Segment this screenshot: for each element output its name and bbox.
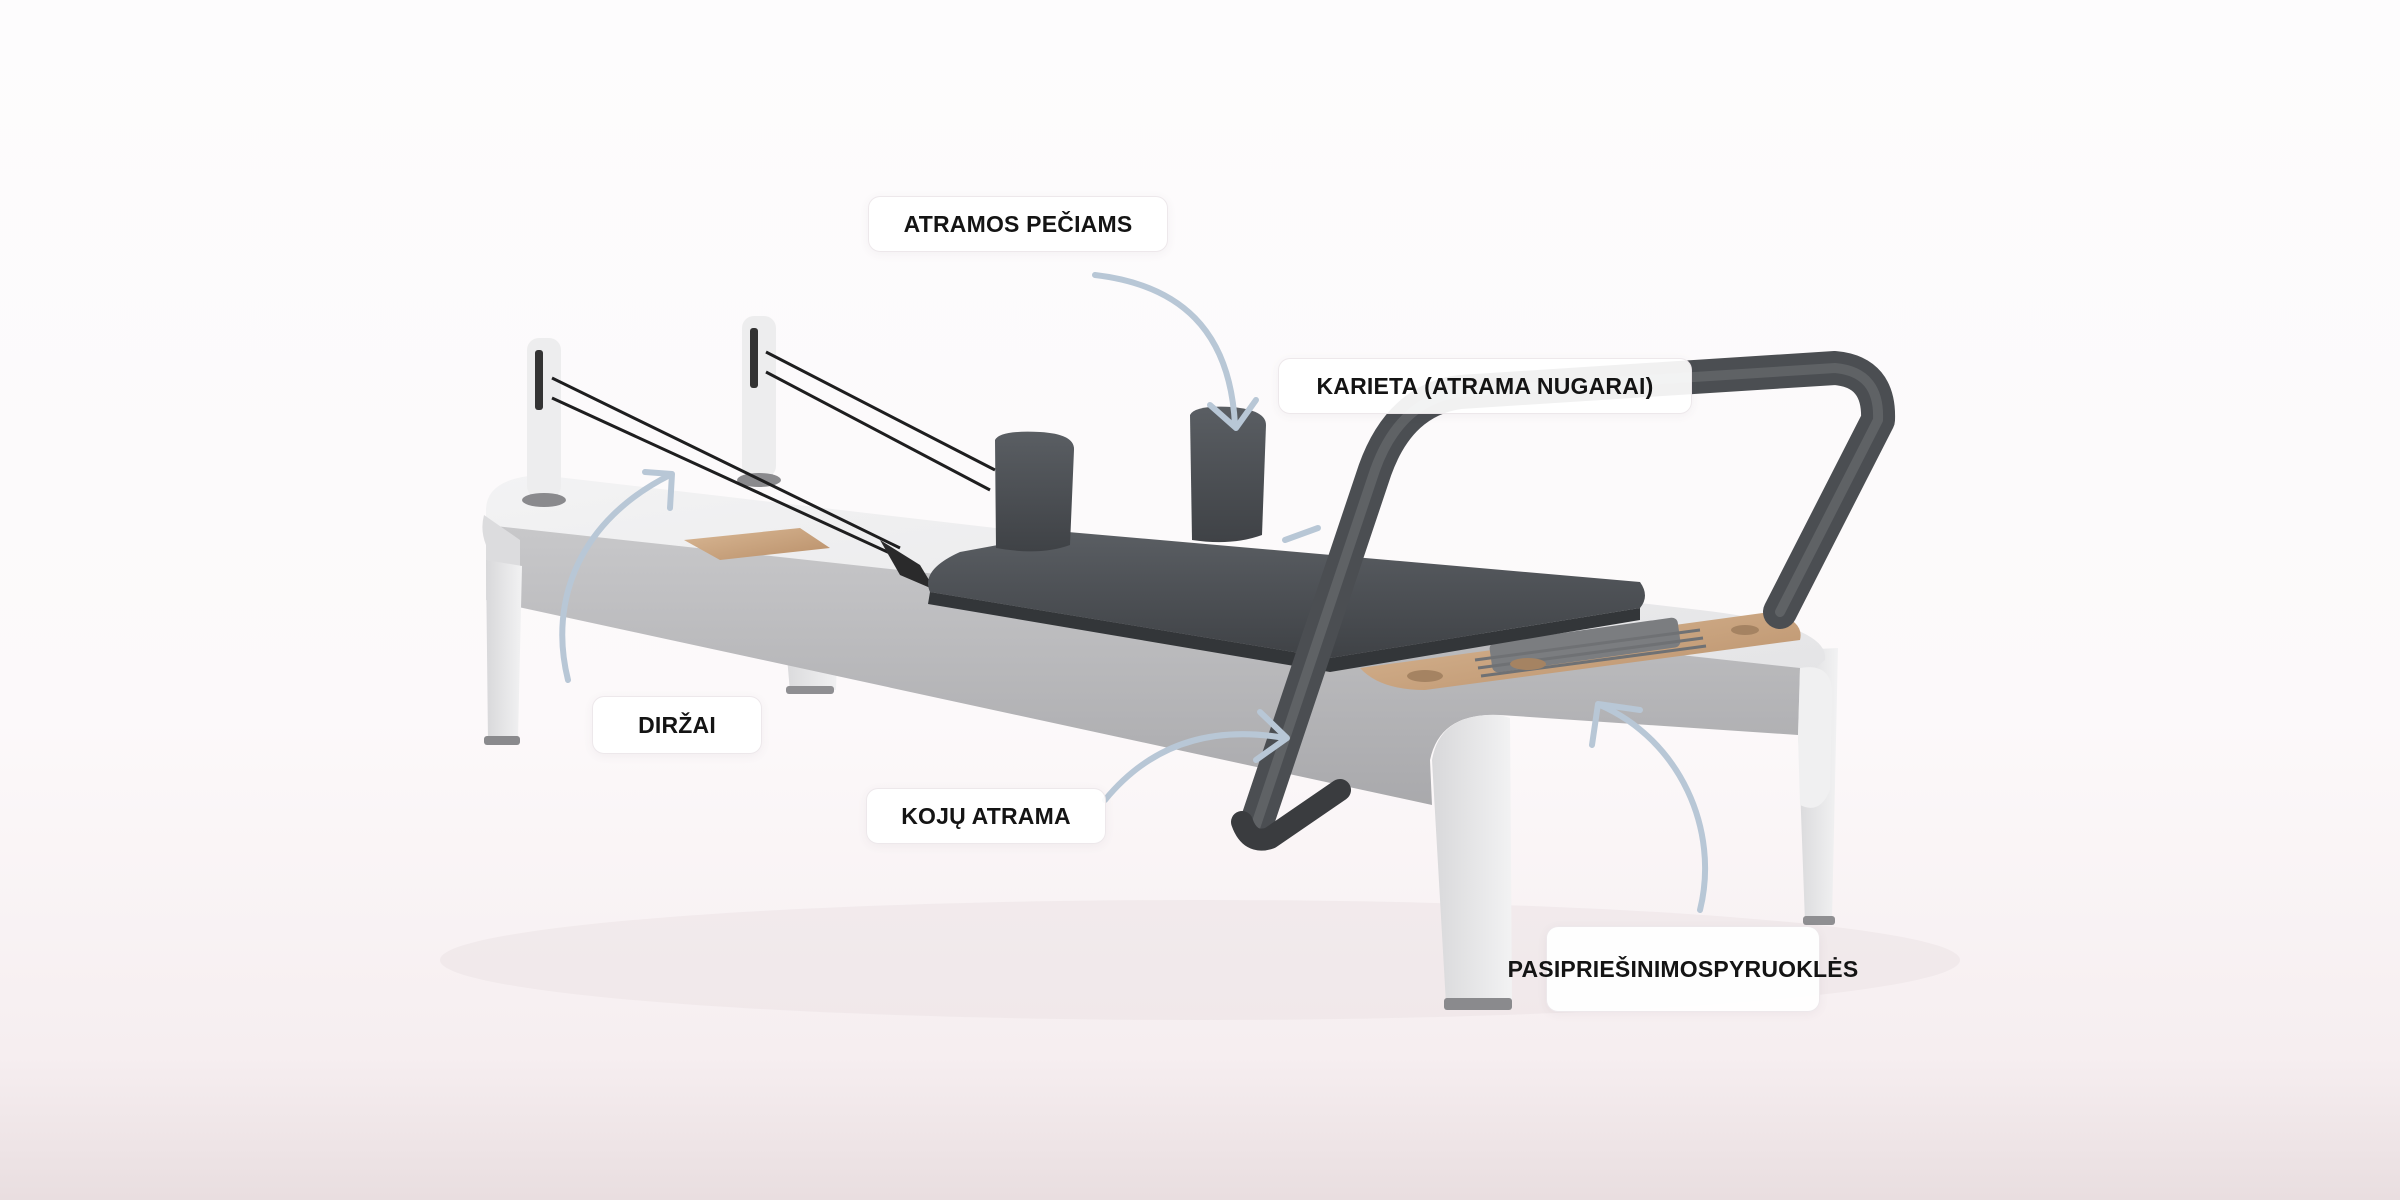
label-carriage: KARIETA (ATRAMA NUGARAI) bbox=[1278, 358, 1692, 414]
carriage bbox=[928, 532, 1645, 672]
label-resistance-springs: PASIPRIEŠINIMO SPYRUOKLĖS bbox=[1508, 926, 1858, 1012]
label-straps: DIRŽAI bbox=[592, 696, 762, 754]
straps bbox=[551, 350, 996, 562]
annotation-arrows bbox=[559, 272, 1709, 913]
arrowhead-straps bbox=[642, 469, 675, 511]
arrowhead-springs bbox=[1589, 701, 1643, 748]
arrowhead-footbar bbox=[1253, 709, 1290, 763]
label-springs-line2: SPYRUOKLĖS bbox=[1697, 955, 1859, 982]
spring-area bbox=[684, 528, 1801, 690]
strap-posts bbox=[522, 316, 781, 507]
shoulder-rests bbox=[995, 406, 1266, 552]
front-legs bbox=[484, 560, 1512, 1010]
label-springs-line1: PASIPRIEŠINIMO bbox=[1507, 955, 1698, 982]
arrow-shoulder-rests bbox=[1092, 272, 1238, 428]
label-footbar: KOJŲ ATRAMA bbox=[866, 788, 1106, 844]
label-shoulder-rests: ATRAMOS PEČIAMS bbox=[868, 196, 1168, 252]
arrow-springs bbox=[1597, 702, 1709, 913]
arrow-carriage bbox=[1282, 525, 1321, 543]
arrow-straps bbox=[559, 472, 673, 683]
arrowhead-shoulder-rests bbox=[1207, 397, 1259, 431]
arrow-footbar bbox=[1102, 731, 1288, 803]
